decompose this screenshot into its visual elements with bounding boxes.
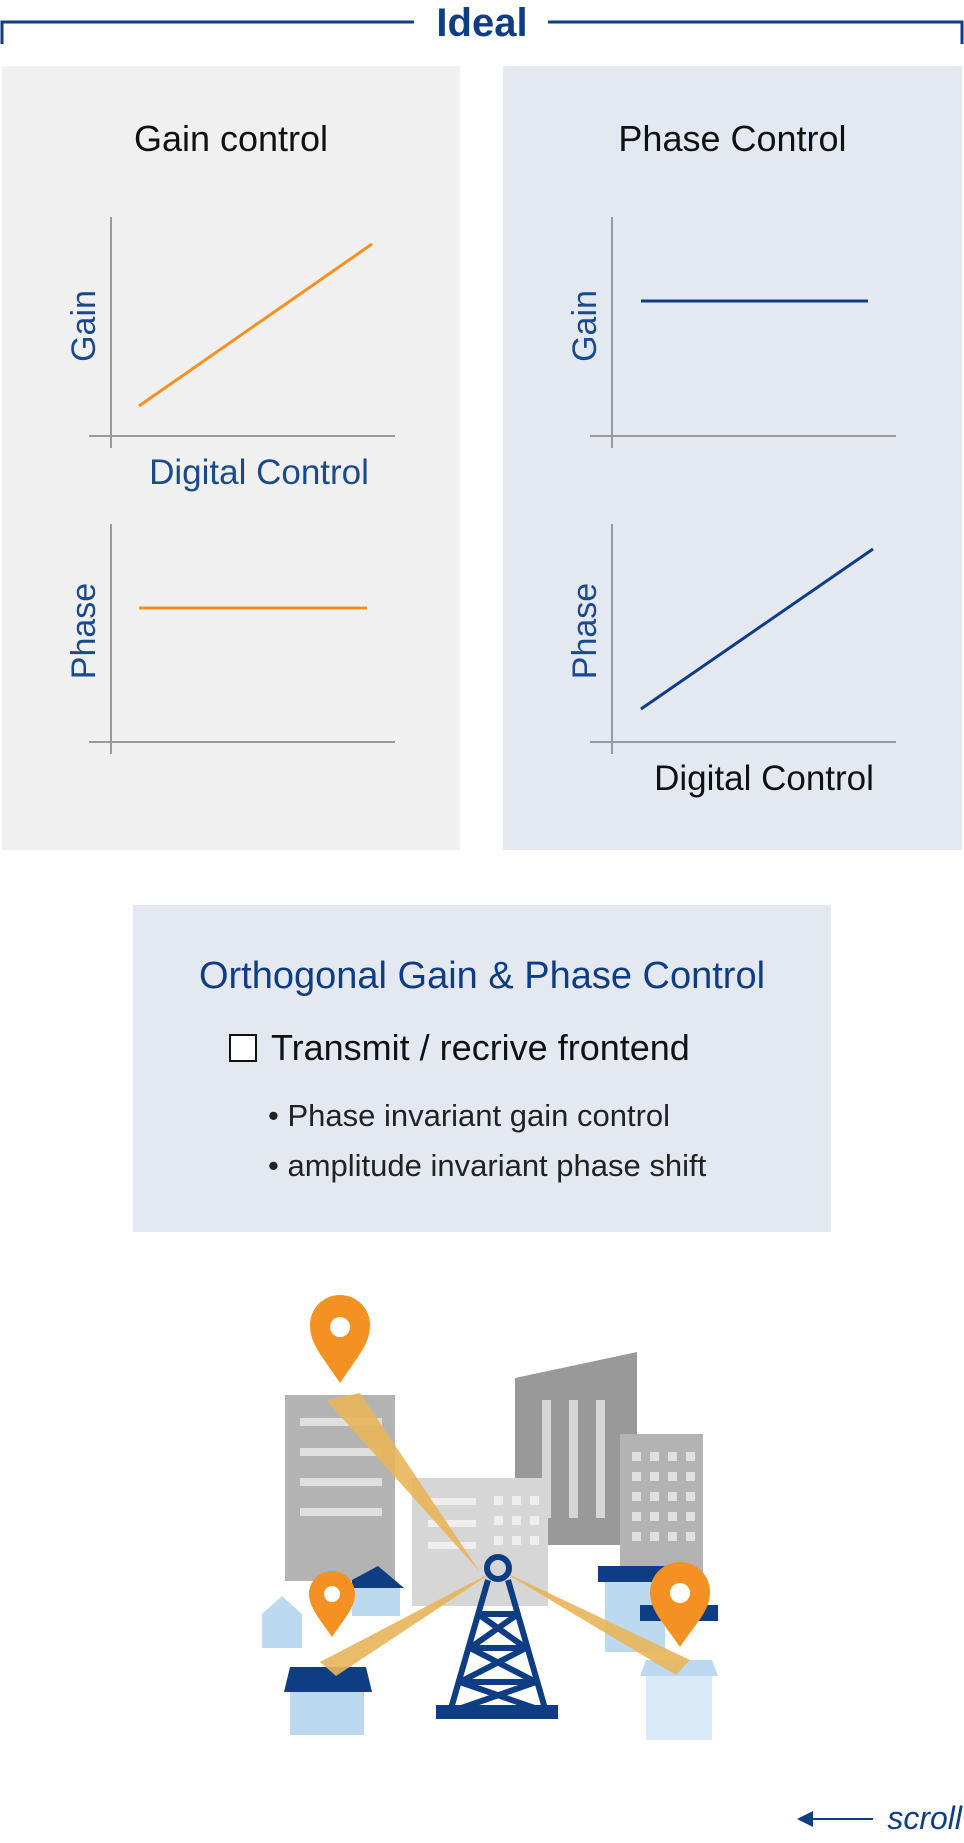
arrow-left-icon bbox=[797, 1810, 874, 1827]
scroll-hint[interactable]: scroll bbox=[795, 1800, 962, 1837]
building-icon bbox=[596, 1400, 605, 1518]
building-icon bbox=[569, 1400, 578, 1518]
y-axis-label: Phase bbox=[65, 583, 103, 679]
header-bracket bbox=[0, 20, 964, 44]
house-icon bbox=[262, 1596, 302, 1648]
tower-base bbox=[436, 1705, 558, 1719]
ideal-title: Ideal bbox=[436, 1, 528, 45]
house-icon bbox=[598, 1566, 668, 1582]
gain-control-panel: Gain control Gain Digital Control Phase bbox=[2, 66, 460, 850]
orthogonal-control-box: Orthogonal Gain & Phase Control Transmit… bbox=[133, 905, 831, 1232]
x-axis-label: Digital Control bbox=[654, 759, 874, 798]
y-axis-label: Phase bbox=[566, 583, 604, 679]
house-icon bbox=[646, 1670, 712, 1740]
y-axis-label: Gain bbox=[65, 290, 103, 362]
phase-control-title: Phase Control bbox=[618, 118, 847, 159]
x-axis-label: Digital Control bbox=[149, 453, 369, 492]
gain-control-title: Gain control bbox=[133, 118, 329, 159]
bullet-list: • Phase invariant gain control • amplitu… bbox=[268, 1091, 706, 1191]
gain-control-charts: Gain Digital Control Phase bbox=[65, 217, 395, 754]
cell-tower-icon bbox=[447, 1554, 549, 1715]
list-item: • Phase invariant gain control bbox=[268, 1098, 671, 1133]
bullet-text: Phase invariant gain control bbox=[287, 1098, 671, 1133]
list-item: • amplitude invariant phase shift bbox=[268, 1148, 707, 1183]
signal-beam bbox=[326, 1393, 480, 1572]
house-icon bbox=[352, 1588, 400, 1616]
checkbox-icon[interactable] bbox=[229, 1034, 257, 1062]
info-title: Orthogonal Gain & Phase Control bbox=[198, 955, 766, 997]
gain-line bbox=[138, 242, 373, 408]
location-pin-icon bbox=[309, 1571, 355, 1637]
signal-beam bbox=[320, 1570, 496, 1676]
phase-control-charts: Gain Phase Digital Control bbox=[566, 217, 896, 798]
house-icon bbox=[284, 1667, 372, 1692]
house-icon bbox=[352, 1566, 404, 1588]
scroll-label: scroll bbox=[887, 1800, 962, 1836]
building-icon bbox=[542, 1400, 551, 1518]
phase-control-panel: Phase Control Gain Phase Digital Control bbox=[503, 66, 962, 850]
bullet-text: amplitude invariant phase shift bbox=[287, 1148, 707, 1183]
location-pin-icon bbox=[650, 1562, 710, 1647]
city-tower-illustration bbox=[262, 1295, 718, 1740]
y-axis-label: Gain bbox=[566, 290, 604, 362]
signal-beam bbox=[500, 1570, 690, 1675]
phase-line bbox=[640, 547, 874, 711]
checkbox-label: Transmit / recrive frontend bbox=[271, 1027, 690, 1068]
location-pin-icon bbox=[310, 1295, 370, 1383]
checkbox-row[interactable]: Transmit / recrive frontend bbox=[229, 1027, 690, 1069]
